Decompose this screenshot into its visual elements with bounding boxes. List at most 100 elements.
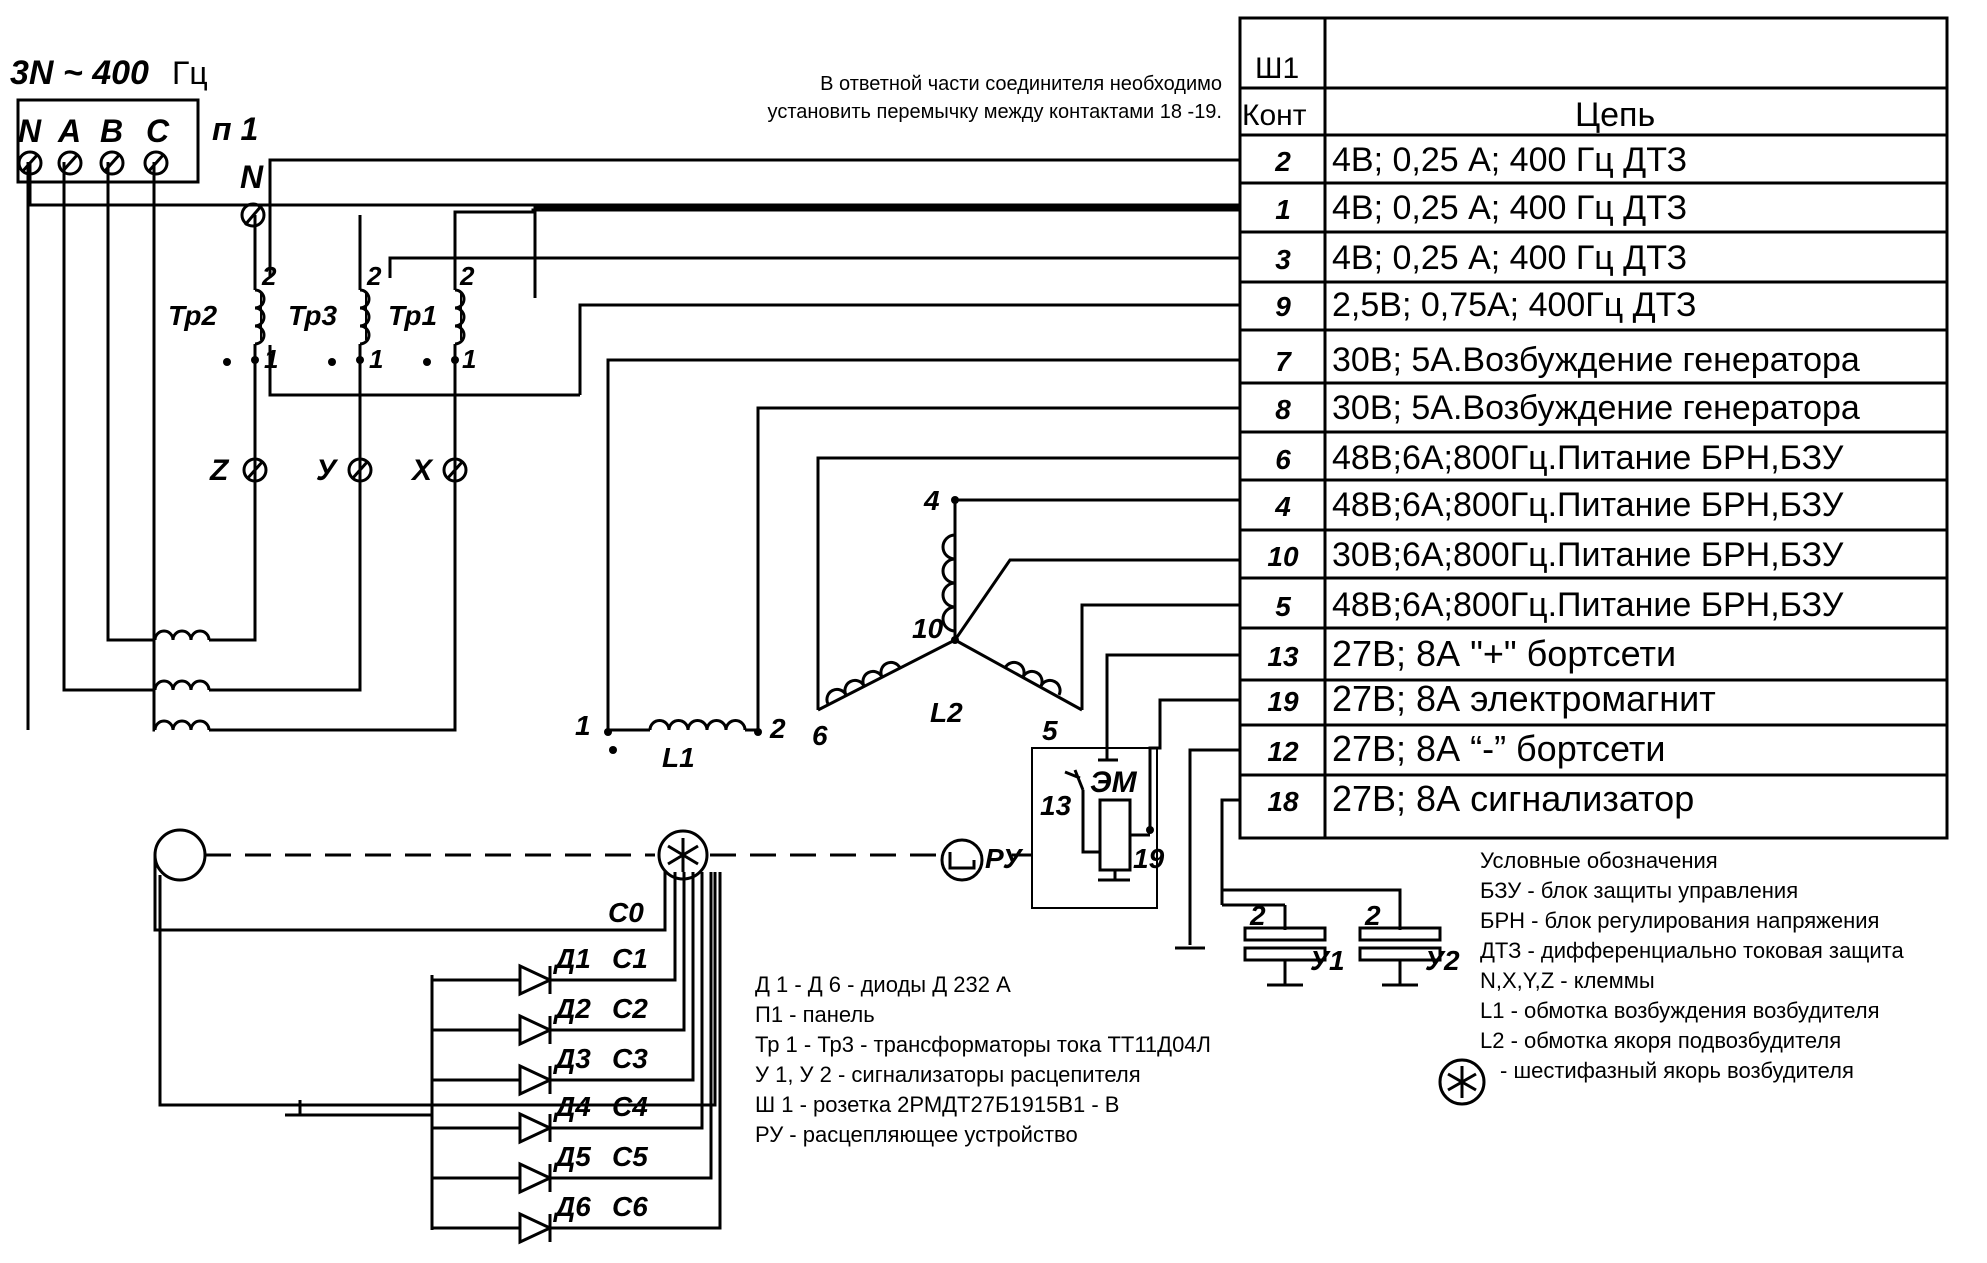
circuit-description: 48В;6А;800Гц.Питание БРН,БЗУ [1332, 439, 1844, 477]
circuit-description: 30В; 5А.Возбуждение генератора [1332, 341, 1860, 379]
transformer-wiring [268, 158, 1240, 397]
connector-name: Ш1 [1255, 52, 1299, 85]
contact-number: 19 [1267, 686, 1299, 717]
contact-number: 6 [1275, 444, 1291, 475]
transformer-label: Тр3 [288, 300, 338, 331]
tap-label: С2 [612, 993, 648, 1024]
legend-right-item: N,X,Y,Z - клеммы [1480, 968, 1655, 993]
circuit-description: 27В; 8А сигнализатор [1332, 778, 1694, 819]
l2-pin-4: 4 [923, 485, 940, 516]
circuit-description: 27В; 8А “-” бортсети [1332, 728, 1665, 769]
legend-left-item: П1 - панель [755, 1002, 875, 1027]
column-contact-header: Конт [1242, 99, 1307, 132]
transformer-pin-bottom: 1 [369, 344, 383, 374]
signaler-pin: 2 [1364, 900, 1381, 931]
circuit-description: 2,5В; 0,75А; 400Гц ДТЗ [1332, 286, 1697, 324]
terminal-b-label: B [100, 113, 123, 149]
legend-left: Д 1 - Д 6 - диоды Д 232 А П1 - панель Тр 1… [755, 972, 1211, 1147]
phase-wiring [26, 162, 156, 732]
l1-pin-1: 1 [575, 710, 591, 741]
transformer-pin-top: 2 [459, 261, 475, 291]
legend-armature-text: - шестифазный якорь возбудителя [1500, 1058, 1854, 1083]
signaler-label: У1 [1310, 945, 1345, 976]
contact-number: 10 [1267, 541, 1299, 572]
transformer-pin-bottom: 1 [462, 344, 476, 374]
l2-pin-6: 6 [812, 720, 828, 751]
power-terminal-block: 3N ~ 400 Гц N A B C п 1 [10, 54, 258, 184]
diode-symbol [518, 1111, 554, 1145]
terminal-screw [99, 150, 125, 176]
diode-symbol [518, 1211, 554, 1245]
terminal-n-label: N [18, 113, 42, 149]
contact-number: 2 [1274, 146, 1291, 177]
tap-label-c0: С0 [608, 897, 644, 928]
l1-label: L1 [662, 742, 695, 773]
armature-star [667, 838, 699, 872]
circuit-description: 30В;6А;800Гц.Питание БРН,БЗУ [1332, 536, 1844, 574]
diode-symbol [518, 1161, 554, 1195]
tap-label: С3 [612, 1043, 648, 1074]
diode-label: Д2 [553, 993, 591, 1024]
legend-left-item: Д 1 - Д 6 - диоды Д 232 А [755, 972, 1011, 997]
contact-number: 7 [1275, 346, 1292, 377]
supply-label: 3N ~ 400 [10, 54, 149, 92]
supply-unit: Гц [172, 55, 208, 91]
column-circuit-header: Цепь [1575, 96, 1655, 134]
contact-number: 5 [1275, 591, 1291, 622]
electromagnet-coil [1098, 798, 1132, 872]
circuit-description: 27В; 8А "+" бортсети [1332, 633, 1676, 674]
tap-label: С4 [612, 1091, 648, 1122]
neutral-wiring: N [28, 159, 1240, 228]
panel-label: п 1 [212, 111, 258, 147]
l2-label: L2 [930, 697, 963, 728]
legend-left-item: РУ - расцепляющее устройство [755, 1122, 1078, 1147]
diode-symbol [518, 963, 554, 997]
circuit-description: 27В; 8А электромагнит [1332, 678, 1716, 719]
transformer-pin-top: 2 [261, 261, 277, 291]
winding-l1: 1 2 L1 [575, 358, 1240, 773]
circuit-description: 4В; 0,25 А; 400 Гц ДТЗ [1332, 239, 1687, 277]
legend-left-item: Тр 1 - Тр3 - трансформаторы тока ТТ11Д04… [755, 1032, 1211, 1057]
terminal-screw [57, 150, 83, 176]
legend-right: Условные обозначения БЗУ - блок защиты у… [1438, 848, 1904, 1106]
diode-label: Д3 [553, 1043, 591, 1074]
clamp-screw [242, 457, 268, 483]
neutral-screw [240, 202, 266, 228]
transformer-label: Тр2 [168, 300, 218, 331]
winding-l2: 4 10 6 5 L2 [812, 456, 1240, 751]
l2-pin-10: 10 [912, 613, 944, 644]
diode-symbol [518, 1063, 554, 1097]
terminal-screws [17, 150, 169, 176]
circuit-description: 30В; 5А.Возбуждение генератора [1332, 389, 1860, 427]
clamp-wiring [210, 345, 457, 732]
diode-symbol [518, 1013, 554, 1047]
transformer-label: Тр1 [388, 300, 437, 331]
contact-number: 3 [1275, 244, 1291, 275]
circuit-description: 4В; 0,25 А; 400 Гц ДТЗ [1332, 141, 1687, 179]
circuit-description: 4В; 0,25 А; 400 Гц ДТЗ [1332, 189, 1687, 227]
neutral-label: N [240, 159, 264, 195]
legend-right-item: БРН - блок регулирования напряжения [1480, 908, 1879, 933]
legend-left-item: Ш 1 - розетка 2РМДТ27Б1915В1 - В [755, 1092, 1119, 1117]
note-line-1: В ответной части соединителя необходимо [820, 73, 1222, 95]
diode-label: Д5 [553, 1141, 591, 1172]
contact-number: 13 [1267, 641, 1299, 672]
clamp-label: X [410, 454, 434, 487]
clamp-label: У [316, 454, 339, 487]
terminal-c-label: C [146, 113, 170, 149]
clamp-screw [347, 457, 373, 483]
legend-right-item: L2 - обмотка якоря подвозбудителя [1480, 1028, 1841, 1053]
l1-pin-2: 2 [769, 713, 786, 744]
tap-label: С6 [612, 1191, 648, 1222]
release-device: ЭМ 13 19 [1031, 653, 1240, 909]
transformer-pin-top: 2 [366, 261, 382, 291]
release-pin-13: 13 [1040, 790, 1072, 821]
contact-number: 18 [1267, 786, 1299, 817]
terminal-screw [143, 150, 169, 176]
legend-armature-symbol [1438, 1058, 1486, 1106]
circuit-description: 48В;6А;800Гц.Питание БРН,БЗУ [1332, 586, 1844, 624]
diode-label: Д4 [553, 1091, 591, 1122]
